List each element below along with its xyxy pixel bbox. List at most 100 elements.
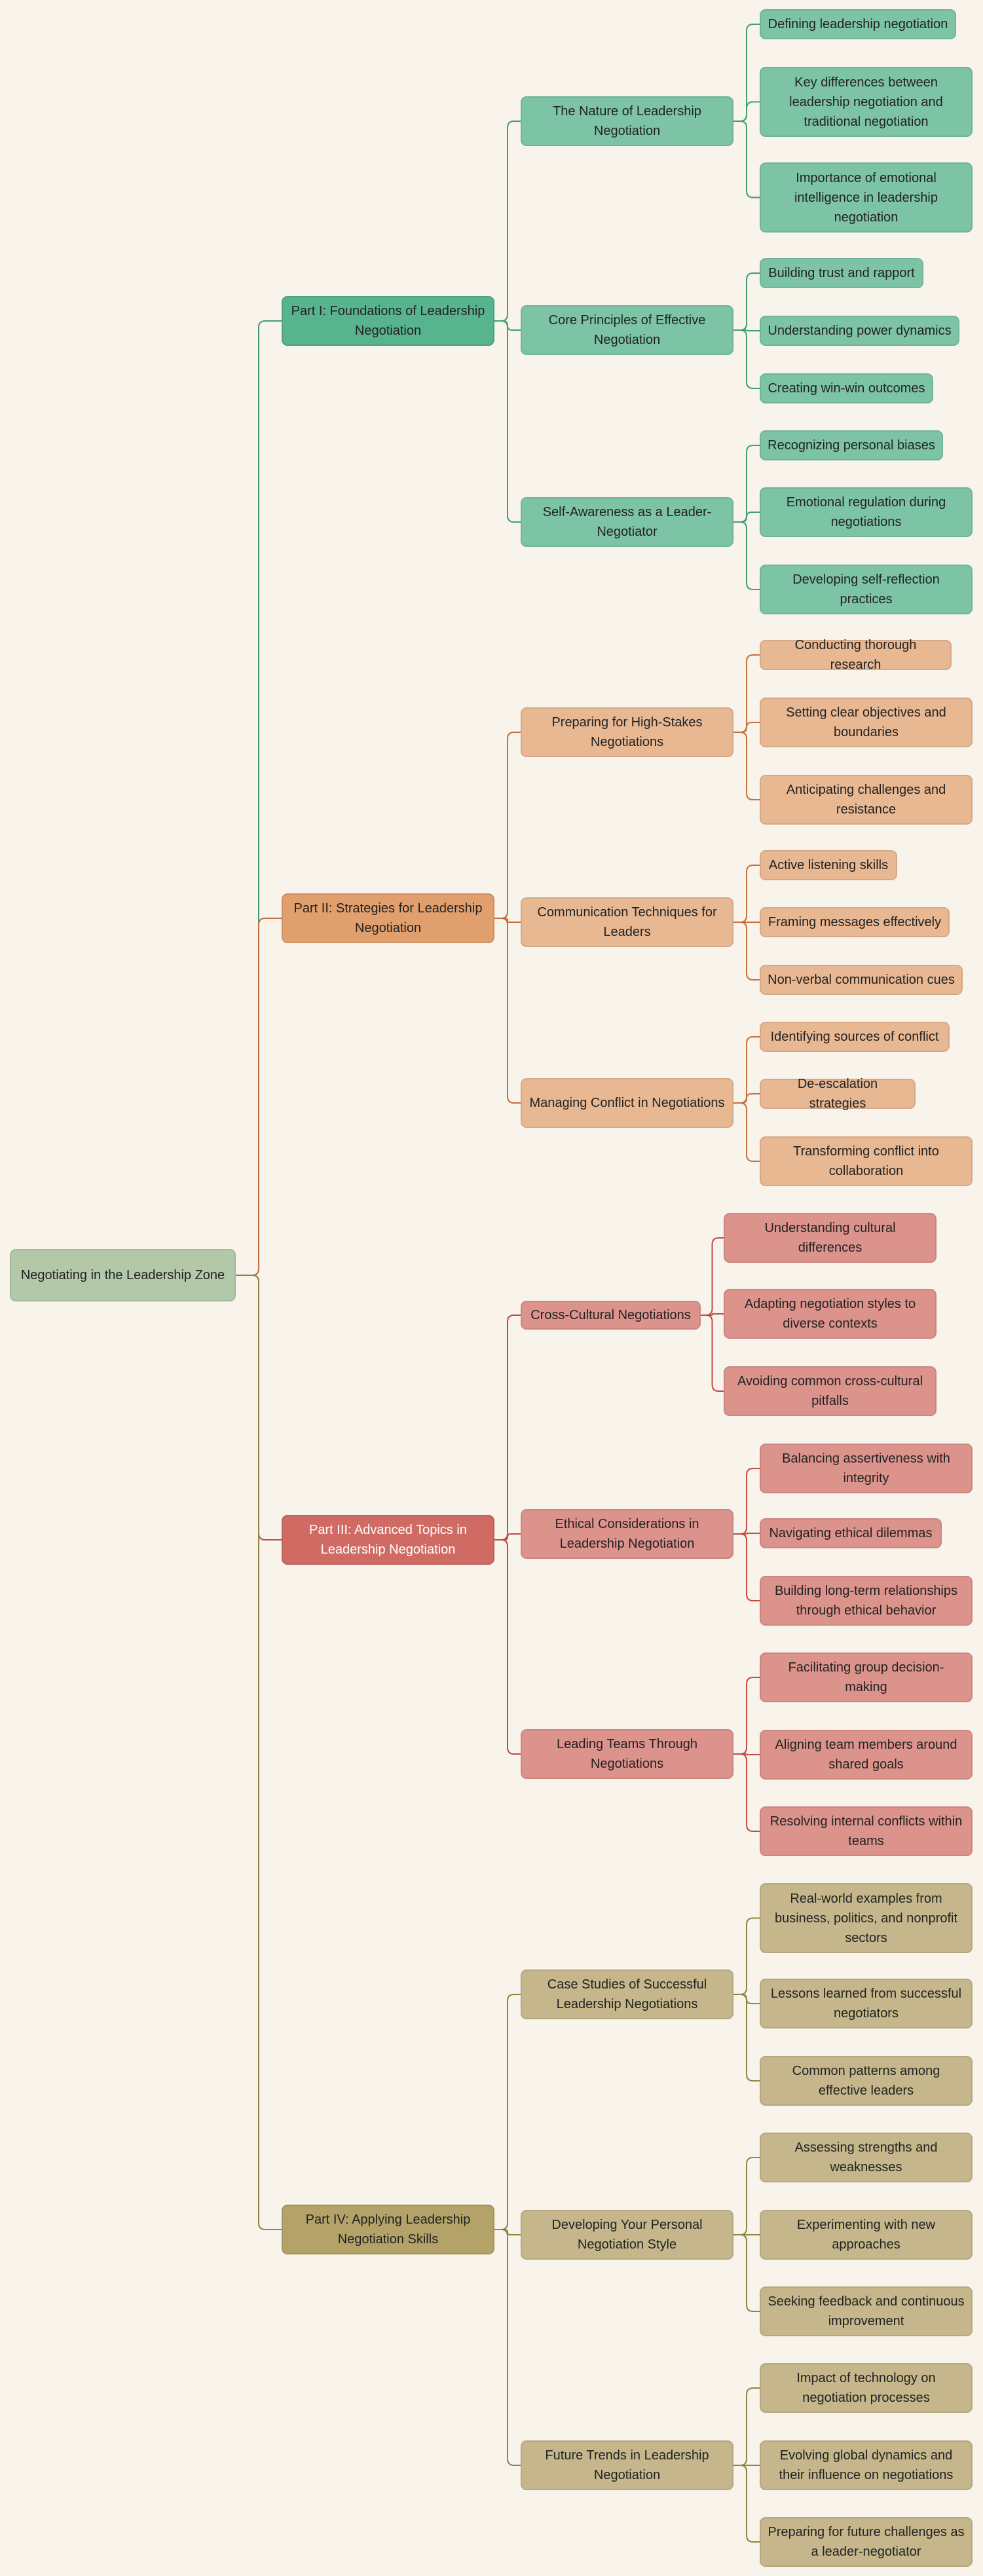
leaf-node[interactable]: Lessons learned from successful negotiat… [760, 1979, 973, 2028]
leaf-node-label: Conducting thorough research [768, 635, 944, 675]
leaf-node-label: Balancing assertiveness with integrity [768, 1449, 965, 1488]
leaf-node[interactable]: Creating win-win outcomes [760, 373, 933, 403]
section-node[interactable]: Case Studies of Successful Leadership Ne… [521, 1969, 733, 2019]
leaf-node-label: Recognizing personal biases [768, 436, 935, 455]
leaf-node[interactable]: Resolving internal conflicts within team… [760, 1806, 973, 1856]
connector-line [733, 330, 760, 388]
section-node[interactable]: The Nature of Leadership Negotiation [521, 96, 733, 146]
leaf-node[interactable]: Avoiding common cross-cultural pitfalls [724, 1366, 937, 1416]
leaf-node-label: Seeking feedback and continuous improvem… [768, 2292, 965, 2331]
connector-line [733, 2235, 760, 2311]
section-node-label: Developing Your Personal Negotiation Sty… [529, 2215, 726, 2254]
section-node[interactable]: Managing Conflict in Negotiations [521, 1078, 733, 1128]
leaf-node[interactable]: Identifying sources of conflict [760, 1022, 950, 1052]
leaf-node[interactable]: Recognizing personal biases [760, 430, 943, 460]
connector-line [701, 1315, 724, 1391]
leaf-node[interactable]: Building trust and rapport [760, 258, 923, 288]
section-node[interactable]: Self-Awareness as a Leader-Negotiator [521, 497, 733, 547]
connector-line [733, 1918, 760, 1995]
section-node[interactable]: Leading Teams Through Negotiations [521, 1729, 733, 1779]
connector-line [494, 1315, 521, 1540]
section-node[interactable]: Preparing for High-Stakes Negotiations [521, 707, 733, 757]
part-node-label: Part III: Advanced Topics in Leadership … [289, 1520, 487, 1559]
section-node-label: Case Studies of Successful Leadership Ne… [529, 1975, 726, 2014]
leaf-node-label: Evolving global dynamics and their influ… [768, 2446, 965, 2485]
connector-line [494, 321, 521, 522]
connector-line [494, 918, 521, 1103]
connector-line [494, 2230, 521, 2465]
leaf-node[interactable]: Setting clear objectives and boundaries [760, 698, 973, 747]
section-node[interactable]: Core Principles of Effective Negotiation [521, 305, 733, 355]
connector-line [733, 2157, 760, 2235]
leaf-node[interactable]: Key differences between leadership negot… [760, 67, 973, 137]
leaf-node-label: Understanding cultural differences [732, 1218, 929, 1258]
root-node[interactable]: Negotiating in the Leadership Zone [10, 1249, 236, 1301]
leaf-node-label: Assessing strengths and weaknesses [768, 2138, 965, 2177]
leaf-node[interactable]: Assessing strengths and weaknesses [760, 2133, 973, 2182]
leaf-node-label: Adapting negotiation styles to diverse c… [732, 1294, 929, 1334]
leaf-node[interactable]: Evolving global dynamics and their influ… [760, 2440, 973, 2490]
part-node-2[interactable]: Part II: Strategies for Leadership Negot… [282, 893, 494, 943]
leaf-node[interactable]: Non-verbal communication cues [760, 965, 963, 995]
connector-line [733, 522, 760, 589]
leaf-node[interactable]: Balancing assertiveness with integrity [760, 1444, 973, 1493]
connector-line [494, 1534, 521, 1540]
leaf-node-label: Impact of technology on negotiation proc… [768, 2368, 965, 2408]
leaf-node[interactable]: Understanding cultural differences [724, 1213, 937, 1263]
leaf-node[interactable]: Understanding power dynamics [760, 316, 959, 346]
leaf-node[interactable]: Anticipating challenges and resistance [760, 775, 973, 825]
section-node-label: Future Trends in Leadership Negotiation [529, 2446, 726, 2485]
leaf-node[interactable]: Facilitating group decision-making [760, 1652, 973, 1702]
part-node-4[interactable]: Part IV: Applying Leadership Negotiation… [282, 2205, 494, 2254]
connector-line [733, 102, 760, 122]
connector-line [494, 1994, 521, 2230]
leaf-node-label: Resolving internal conflicts within team… [768, 1812, 965, 1851]
section-node-label: Ethical Considerations in Leadership Neg… [529, 1514, 726, 1554]
leaf-node[interactable]: Conducting thorough research [760, 640, 952, 670]
connector-line [733, 1994, 760, 2081]
leaf-node[interactable]: Active listening skills [760, 850, 897, 880]
section-node[interactable]: Ethical Considerations in Leadership Neg… [521, 1509, 733, 1559]
leaf-node-label: Facilitating group decision-making [768, 1658, 965, 1697]
connector-line [733, 273, 760, 330]
leaf-node-label: Developing self-reflection practices [768, 570, 965, 609]
connector-line [494, 732, 521, 918]
leaf-node[interactable]: Aligning team members around shared goal… [760, 1730, 973, 1780]
leaf-node-label: Active listening skills [769, 855, 888, 875]
section-node[interactable]: Communication Techniques for Leaders [521, 897, 733, 947]
leaf-node[interactable]: Adapting negotiation styles to diverse c… [724, 1289, 937, 1339]
leaf-node[interactable]: Framing messages effectively [760, 907, 950, 937]
leaf-node[interactable]: Impact of technology on negotiation proc… [760, 2363, 973, 2413]
leaf-node[interactable]: Common patterns among effective leaders [760, 2056, 973, 2106]
part-node-label: Part I: Foundations of Leadership Negoti… [289, 301, 487, 341]
leaf-node[interactable]: Developing self-reflection practices [760, 565, 973, 614]
leaf-node[interactable]: Experimenting with new approaches [760, 2210, 973, 2260]
leaf-node[interactable]: Preparing for future challenges as a lea… [760, 2517, 973, 2567]
section-node[interactable]: Future Trends in Leadership Negotiation [521, 2440, 733, 2490]
leaf-node[interactable]: Emotional regulation during negotiations [760, 487, 973, 537]
connector-line [733, 2465, 760, 2542]
connector-line [236, 918, 282, 1275]
leaf-node[interactable]: Defining leadership negotiation [760, 9, 956, 39]
leaf-node[interactable]: Real-world examples from business, polit… [760, 1883, 973, 1953]
leaf-node[interactable]: De-escalation strategies [760, 1079, 916, 1109]
section-node[interactable]: Developing Your Personal Negotiation Sty… [521, 2210, 733, 2260]
connector-line [236, 1275, 282, 2230]
leaf-node-label: Identifying sources of conflict [771, 1027, 939, 1047]
leaf-node-label: Experimenting with new approaches [768, 2215, 965, 2254]
leaf-node[interactable]: Seeking feedback and continuous improvem… [760, 2287, 973, 2336]
leaf-node[interactable]: Transforming conflict into collaboration [760, 1136, 973, 1186]
leaf-node[interactable]: Building long-term relationships through… [760, 1576, 973, 1626]
leaf-node-label: Understanding power dynamics [768, 321, 951, 341]
leaf-node-label: Non-verbal communication cues [768, 970, 955, 990]
leaf-node-label: Key differences between leadership negot… [768, 73, 965, 132]
section-node[interactable]: Cross-Cultural Negotiations [521, 1301, 701, 1330]
leaf-node-label: Framing messages effectively [768, 912, 941, 932]
part-node-1[interactable]: Part I: Foundations of Leadership Negoti… [282, 296, 494, 346]
leaf-node-label: Importance of emotional intelligence in … [768, 168, 965, 227]
part-node-3[interactable]: Part III: Advanced Topics in Leadership … [282, 1515, 494, 1565]
connector-line [701, 1238, 724, 1315]
leaf-node-label: Setting clear objectives and boundaries [768, 703, 965, 742]
leaf-node[interactable]: Importance of emotional intelligence in … [760, 162, 973, 233]
leaf-node[interactable]: Navigating ethical dilemmas [760, 1518, 942, 1548]
